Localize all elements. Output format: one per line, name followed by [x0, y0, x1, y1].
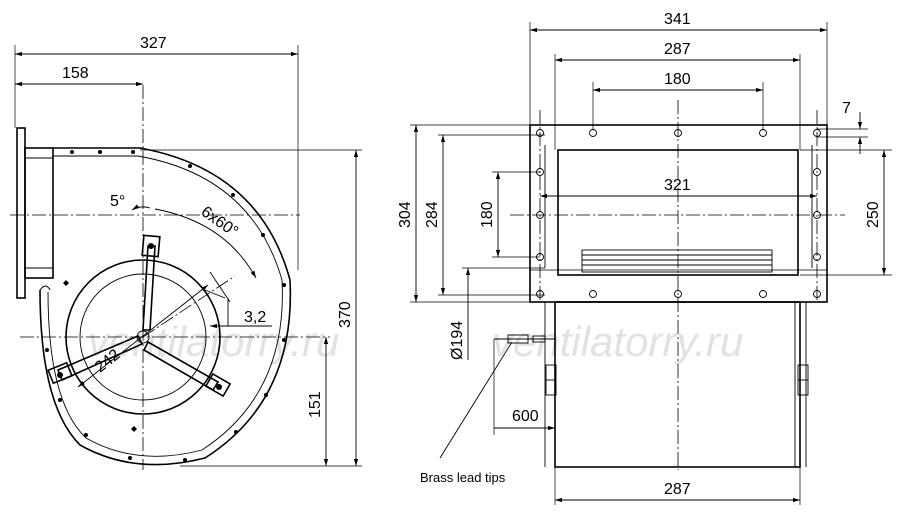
impeller-slots	[581, 249, 773, 273]
dim-250: 250	[865, 201, 882, 228]
dim-180-left: 180	[479, 201, 496, 228]
brass-lead-tips-label: Brass lead tips	[420, 470, 506, 485]
dim-287-bottom: 287	[664, 481, 691, 498]
dim-327: 327	[140, 35, 167, 52]
side-view: 341 287 180 321 7 304 284 180	[397, 11, 892, 505]
dim-284: 284	[424, 201, 441, 228]
dim-304: 304	[397, 201, 414, 228]
dim-3-2: 3,2	[244, 309, 266, 326]
housing-rivets	[45, 150, 286, 462]
dim-321: 321	[664, 177, 691, 194]
dim-180-top: 180	[664, 71, 691, 88]
side-clips	[545, 364, 809, 396]
scroll-housing	[39, 147, 292, 466]
dim-370: 370	[337, 301, 354, 328]
watermark-right: ventilatorry.ru	[492, 318, 743, 365]
front-view: 327 158 370 151 5° 6x60° 3,2 242	[10, 35, 362, 470]
dim-287-top: 287	[664, 41, 691, 58]
dim-151: 151	[307, 391, 324, 418]
dim-600: 600	[512, 408, 539, 425]
dim-158: 158	[62, 65, 89, 82]
lead-wire	[494, 334, 555, 344]
motor-body	[554, 301, 801, 468]
mounting-flange	[16, 127, 54, 299]
dim-341: 341	[664, 11, 691, 28]
dim-angle-5: 5°	[110, 193, 125, 210]
dim-194: Ø194	[449, 321, 466, 360]
dim-7: 7	[842, 100, 851, 117]
